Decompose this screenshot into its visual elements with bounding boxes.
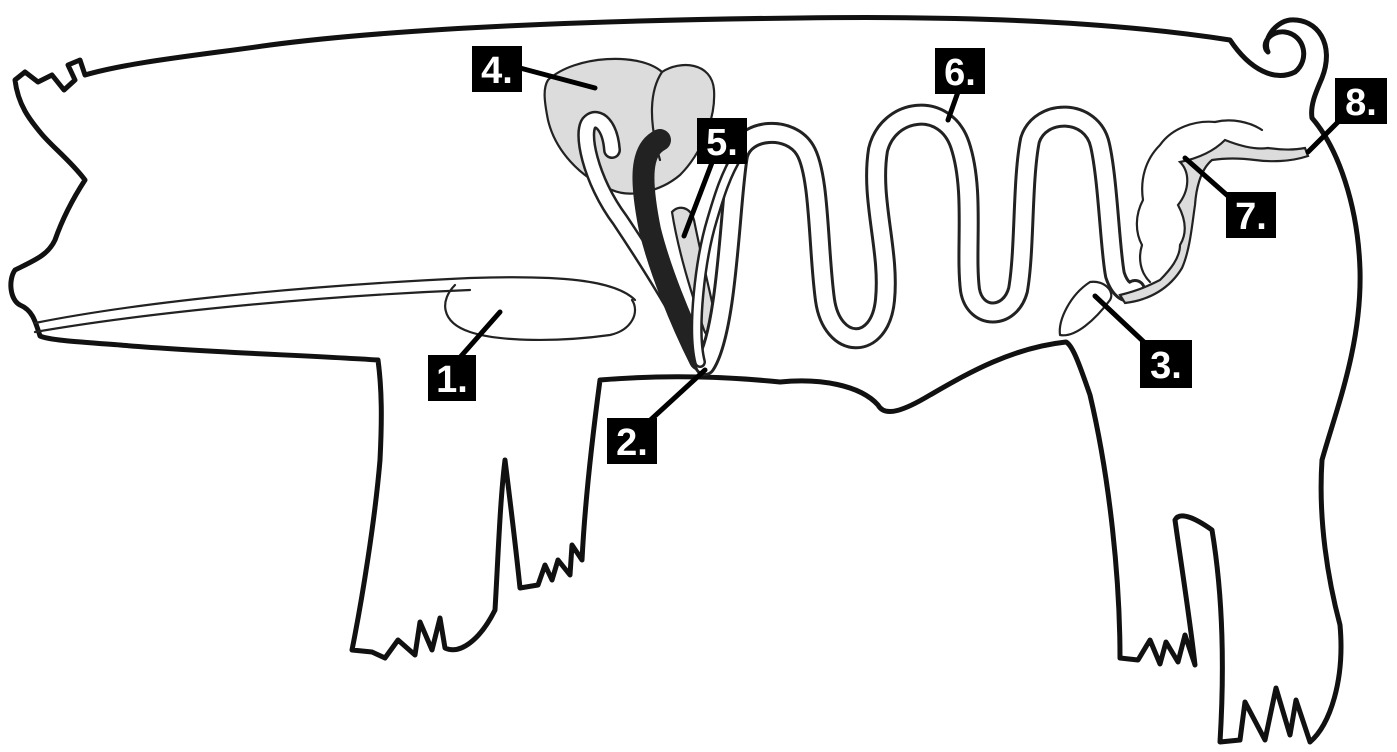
- label-6-text: 6.: [944, 52, 976, 94]
- label-2: 2.: [607, 418, 657, 464]
- label-1: 1.: [428, 355, 476, 401]
- label-5: 5.: [697, 118, 747, 164]
- label-3-text: 3.: [1150, 345, 1182, 387]
- label-4: 4.: [472, 46, 522, 92]
- esophagus-outline-lower: [35, 277, 635, 323]
- cecum-outline: [1060, 282, 1112, 336]
- small-intestine-fill: [705, 115, 1135, 365]
- leader-line-3: [1095, 296, 1145, 343]
- label-8-text: 8.: [1345, 82, 1377, 124]
- label-8: 8.: [1335, 78, 1387, 124]
- label-2-text: 2.: [616, 422, 648, 464]
- leader-line-8: [1308, 120, 1340, 152]
- label-6: 6.: [935, 48, 985, 94]
- label-5-text: 5.: [706, 122, 738, 164]
- label-1-text: 1.: [436, 359, 468, 401]
- label-7: 7.: [1226, 192, 1276, 238]
- label-4-text: 4.: [481, 50, 513, 92]
- stomach-outline: [445, 285, 635, 340]
- label-3: 3.: [1140, 340, 1192, 388]
- label-7-text: 7.: [1235, 196, 1267, 238]
